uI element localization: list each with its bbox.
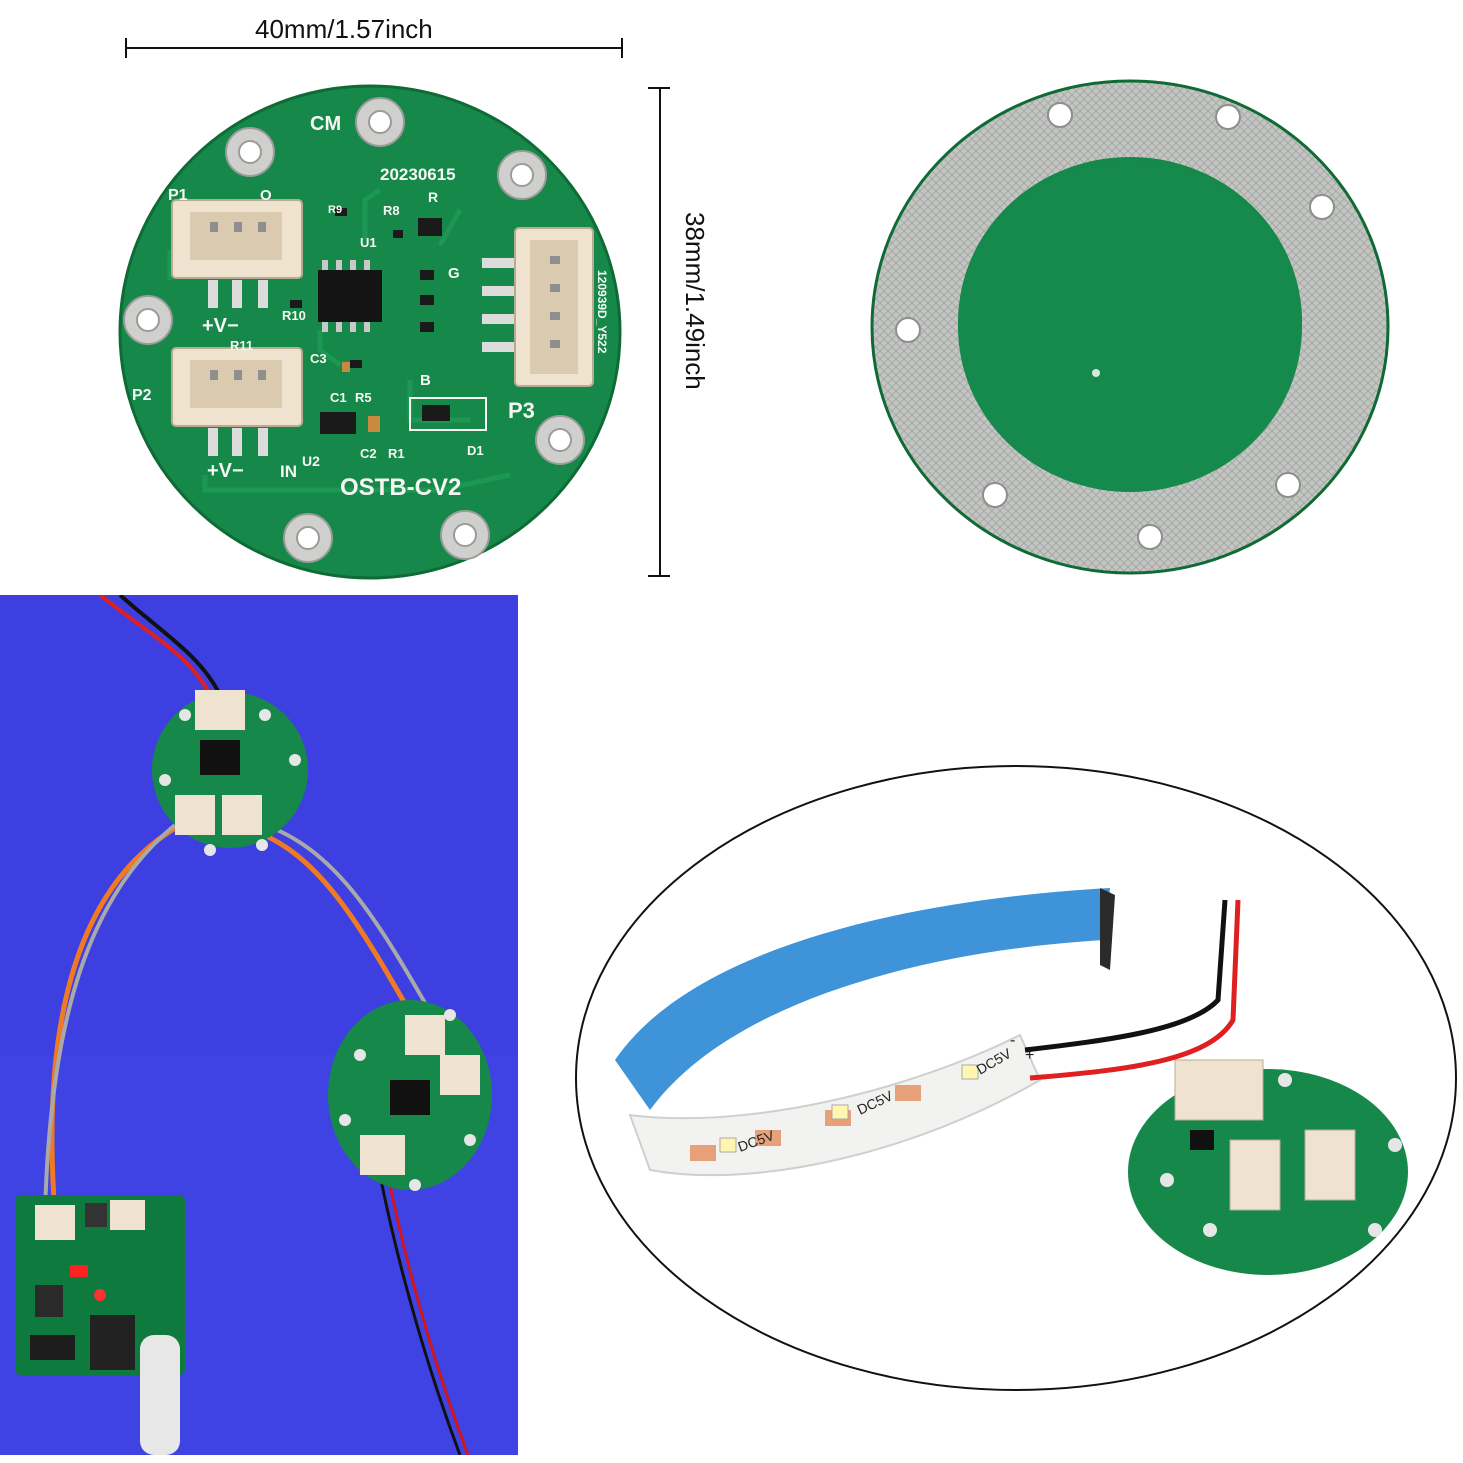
height-dimension-cap-bottom (648, 575, 670, 577)
aluminium-ring (872, 81, 1388, 573)
connector-p2 (171, 347, 303, 456)
label-vplus1: +V− (202, 315, 239, 337)
mounting-pads (123, 97, 585, 563)
label-part-no: 120939D_Y522 (595, 270, 609, 354)
label-c1: C1 (330, 390, 347, 405)
label-r1: R1 (388, 446, 405, 461)
label-r5: R5 (355, 390, 372, 405)
label-g: G (448, 265, 460, 282)
strip-mark-plus: + (1025, 1047, 1034, 1064)
label-r8: R8 (383, 203, 400, 218)
label-in: IN (280, 462, 297, 481)
label-r11: R11 (230, 338, 253, 353)
label-r: R (428, 189, 438, 205)
wired-boards-photo (0, 595, 518, 1455)
label-u1: U1 (360, 235, 377, 250)
label-c2: C2 (360, 446, 377, 461)
label-c3: C3 (310, 351, 327, 366)
height-dimension-cap-top (648, 87, 670, 89)
width-dimension-line (126, 47, 623, 49)
label-u2: U2 (302, 453, 320, 469)
connector-p1 (171, 199, 303, 308)
led-strip-photo: DC5V DC5V DC5V + - (575, 765, 1457, 1391)
label-p2: P2 (132, 387, 152, 404)
label-p3: P3 (508, 398, 535, 423)
label-vplus2: +V− (207, 460, 244, 482)
width-dimension-cap-left (125, 38, 127, 58)
height-dimension-label: 38mm/1.49inch (680, 212, 710, 390)
pcb-front-photo: CM 20230615 P1 O R8 R9 R U1 G +V− R10 R1… (118, 84, 622, 580)
label-r10: R10 (282, 308, 306, 323)
label-date: 20230615 (380, 165, 456, 184)
connector-p3 (482, 227, 594, 387)
pcb-back-photo (870, 79, 1390, 575)
label-r9: R9 (328, 204, 342, 216)
label-model: OSTB-CV2 (340, 474, 461, 501)
led-strip-backing (615, 888, 1110, 1110)
label-o: O (260, 187, 272, 204)
height-dimension-line (659, 87, 661, 577)
label-b: B (420, 372, 431, 389)
width-dimension-cap-right (621, 38, 623, 58)
green-center (958, 162, 1302, 492)
back-holes (895, 102, 1335, 550)
strip-mark-minus: - (1010, 1032, 1015, 1049)
label-p1: P1 (168, 187, 188, 204)
width-dimension-label: 40mm/1.57inch (255, 14, 433, 44)
ic-u1 (318, 260, 382, 332)
label-d1: D1 (467, 443, 484, 458)
label-cm: CM (310, 113, 341, 135)
